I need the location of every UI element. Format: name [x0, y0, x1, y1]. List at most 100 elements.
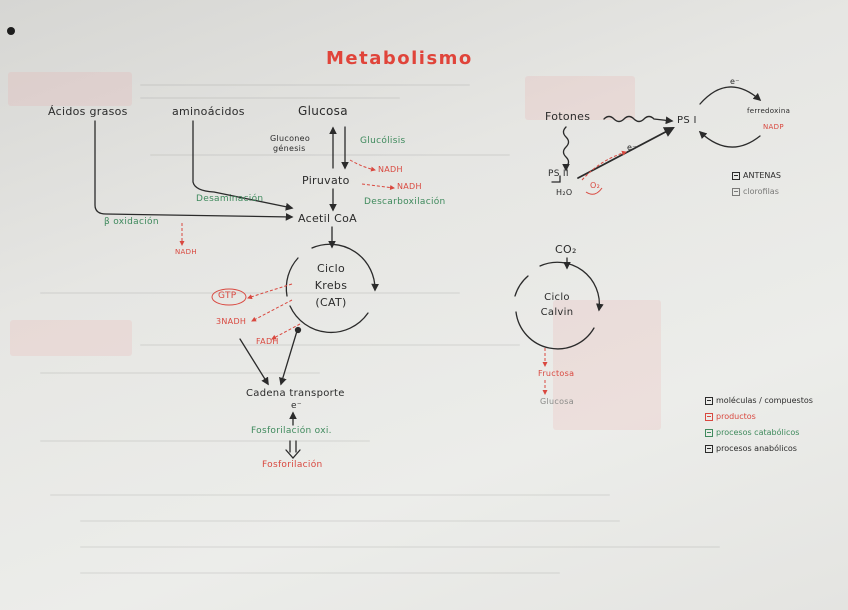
- bleed-highlight: [8, 72, 132, 106]
- bleed-line: [140, 97, 400, 99]
- dashed-gtp: [247, 283, 293, 300]
- bleed-line: [40, 440, 370, 442]
- co2-label: CO₂: [555, 243, 577, 256]
- legend-label: procesos anabólicos: [716, 444, 797, 453]
- key-chlorophyll-label: clorofilas: [743, 187, 779, 196]
- krebs-cycle-arc: [289, 305, 369, 334]
- oxygen-hook: [585, 187, 603, 195]
- calvin-glucose-label: Glucosa: [540, 397, 574, 406]
- fadh-label: FADH: [256, 337, 279, 346]
- arrow-amino-acids: [192, 120, 294, 211]
- oxidative-phosphorylation-label: Fosforilación oxi.: [251, 426, 332, 436]
- nadh-glycolysis-label: NADH: [378, 165, 403, 174]
- bleed-line: [140, 84, 470, 86]
- dashed-nadh-glycolysis: [349, 159, 376, 172]
- bleed-line: [80, 546, 720, 548]
- krebs-cycle-label: Krebs: [314, 279, 348, 292]
- nadp-label: NADP: [763, 123, 784, 131]
- photons-label: Fotones: [545, 110, 591, 123]
- acetyl-coa-label: Acetil CoA: [298, 212, 358, 225]
- nadh-krebs-label: 3NADH: [216, 317, 247, 326]
- legend-square-icon: [705, 444, 713, 453]
- ferredoxin-label: ferredoxina: [747, 107, 791, 115]
- glucose-label: Glucosa: [298, 104, 348, 118]
- checkbox-icon: [732, 187, 740, 196]
- bleed-line: [50, 494, 610, 496]
- gluconeogenesis-label: Gluconeo: [270, 134, 311, 143]
- oxygen-label: O₂: [590, 181, 601, 190]
- bleed-line: [80, 520, 620, 522]
- nadh-pyruvate-label: NADH: [397, 182, 422, 191]
- legend-item-molecules: moléculas / compuestos: [705, 396, 813, 405]
- calvin-cycle-label: Calvin: [540, 307, 574, 318]
- calvin-cycle-label: Ciclo: [544, 292, 570, 303]
- legend-square-icon: [705, 428, 713, 437]
- electron-top-label: e⁻: [730, 77, 740, 86]
- psi-cycle-arc: [698, 130, 761, 148]
- wavy-photon-psii: [562, 126, 570, 172]
- legend-square-icon: [705, 412, 713, 421]
- dashed-oxygen: [581, 150, 627, 181]
- dashed-nadh-krebs: [251, 299, 293, 322]
- key-chlorophyll: clorofilas: [732, 187, 779, 196]
- legend-label: moléculas / compuestos: [716, 396, 813, 405]
- fatty-acids-label: Ácidos grasos: [48, 105, 128, 118]
- electron-label: e⁻: [291, 401, 302, 411]
- deamination-label: Desaminación: [196, 194, 264, 204]
- double-arrow-head: [285, 449, 301, 459]
- bleed-line: [80, 572, 560, 574]
- beta-oxidation-label: β oxidación: [104, 217, 159, 227]
- pyruvate-label: Piruvato: [302, 174, 350, 187]
- legend-label: procesos catabólicos: [716, 428, 800, 437]
- legend-square-icon: [705, 396, 713, 405]
- bleed-line: [40, 372, 320, 374]
- calvin-cycle-arc: [515, 311, 595, 350]
- decarboxylation-label: Descarboxilación: [364, 197, 446, 207]
- krebs-cycle-arc: [311, 243, 379, 292]
- bleed-line: [140, 344, 520, 346]
- arrow-psii-psi: [577, 126, 675, 179]
- calvin-cycle-arc: [514, 275, 529, 297]
- gtp-label: GTP: [218, 291, 237, 301]
- product-label: Fosforilación: [262, 460, 323, 470]
- psii-bracket: [551, 175, 561, 183]
- key-antennas-label: ANTENAS: [743, 171, 781, 180]
- double-arrow: [289, 440, 297, 453]
- bleed-highlight: [525, 76, 635, 120]
- arrow-fatty-acids: [94, 120, 294, 221]
- wavy-photon-psi: [603, 115, 674, 125]
- psii-label: PS II: [548, 169, 569, 179]
- psi-cycle-arc: [699, 86, 762, 105]
- krebs-cycle-label: (CAT): [315, 296, 347, 309]
- krebs-cycle-arc: [285, 257, 299, 297]
- nadh-beta-label: NADH: [175, 248, 197, 256]
- bleed-line: [150, 154, 510, 156]
- glycolysis-label: Glucólisis: [360, 136, 406, 146]
- gtp-circle: [211, 288, 247, 306]
- legend-item-anabolic: procesos anabólicos: [705, 444, 797, 453]
- legend-label: productos: [716, 412, 756, 421]
- krebs-cycle-label: Ciclo: [316, 262, 346, 275]
- page-title: Metabolismo: [326, 48, 473, 69]
- fructose-label: Fructosa: [538, 369, 575, 378]
- dashed-fadh: [271, 323, 301, 340]
- key-antennas: ANTENAS: [732, 171, 781, 180]
- amino-acids-label: aminoácidos: [172, 105, 245, 118]
- arrow-to-chain: [239, 338, 269, 386]
- checkbox-icon: [732, 171, 740, 180]
- water-label: H₂O: [556, 188, 573, 197]
- calvin-cycle-arc: [539, 261, 604, 312]
- gluconeogenesis-label: génesis: [273, 144, 306, 153]
- arrow-to-chain: [279, 330, 298, 386]
- legend-item-catabolic: procesos catabólicos: [705, 428, 799, 437]
- bleed-line: [40, 292, 460, 294]
- dashed-nadh-pyruvate: [361, 183, 395, 190]
- bleed-highlight: [10, 320, 132, 356]
- ink-dot: [7, 27, 15, 35]
- electron-mid-label: e⁻: [627, 143, 637, 152]
- legend-item-products: productos: [705, 412, 756, 421]
- bleed-highlight: [553, 300, 661, 430]
- electron-chain-label: Cadena transporte: [246, 388, 345, 399]
